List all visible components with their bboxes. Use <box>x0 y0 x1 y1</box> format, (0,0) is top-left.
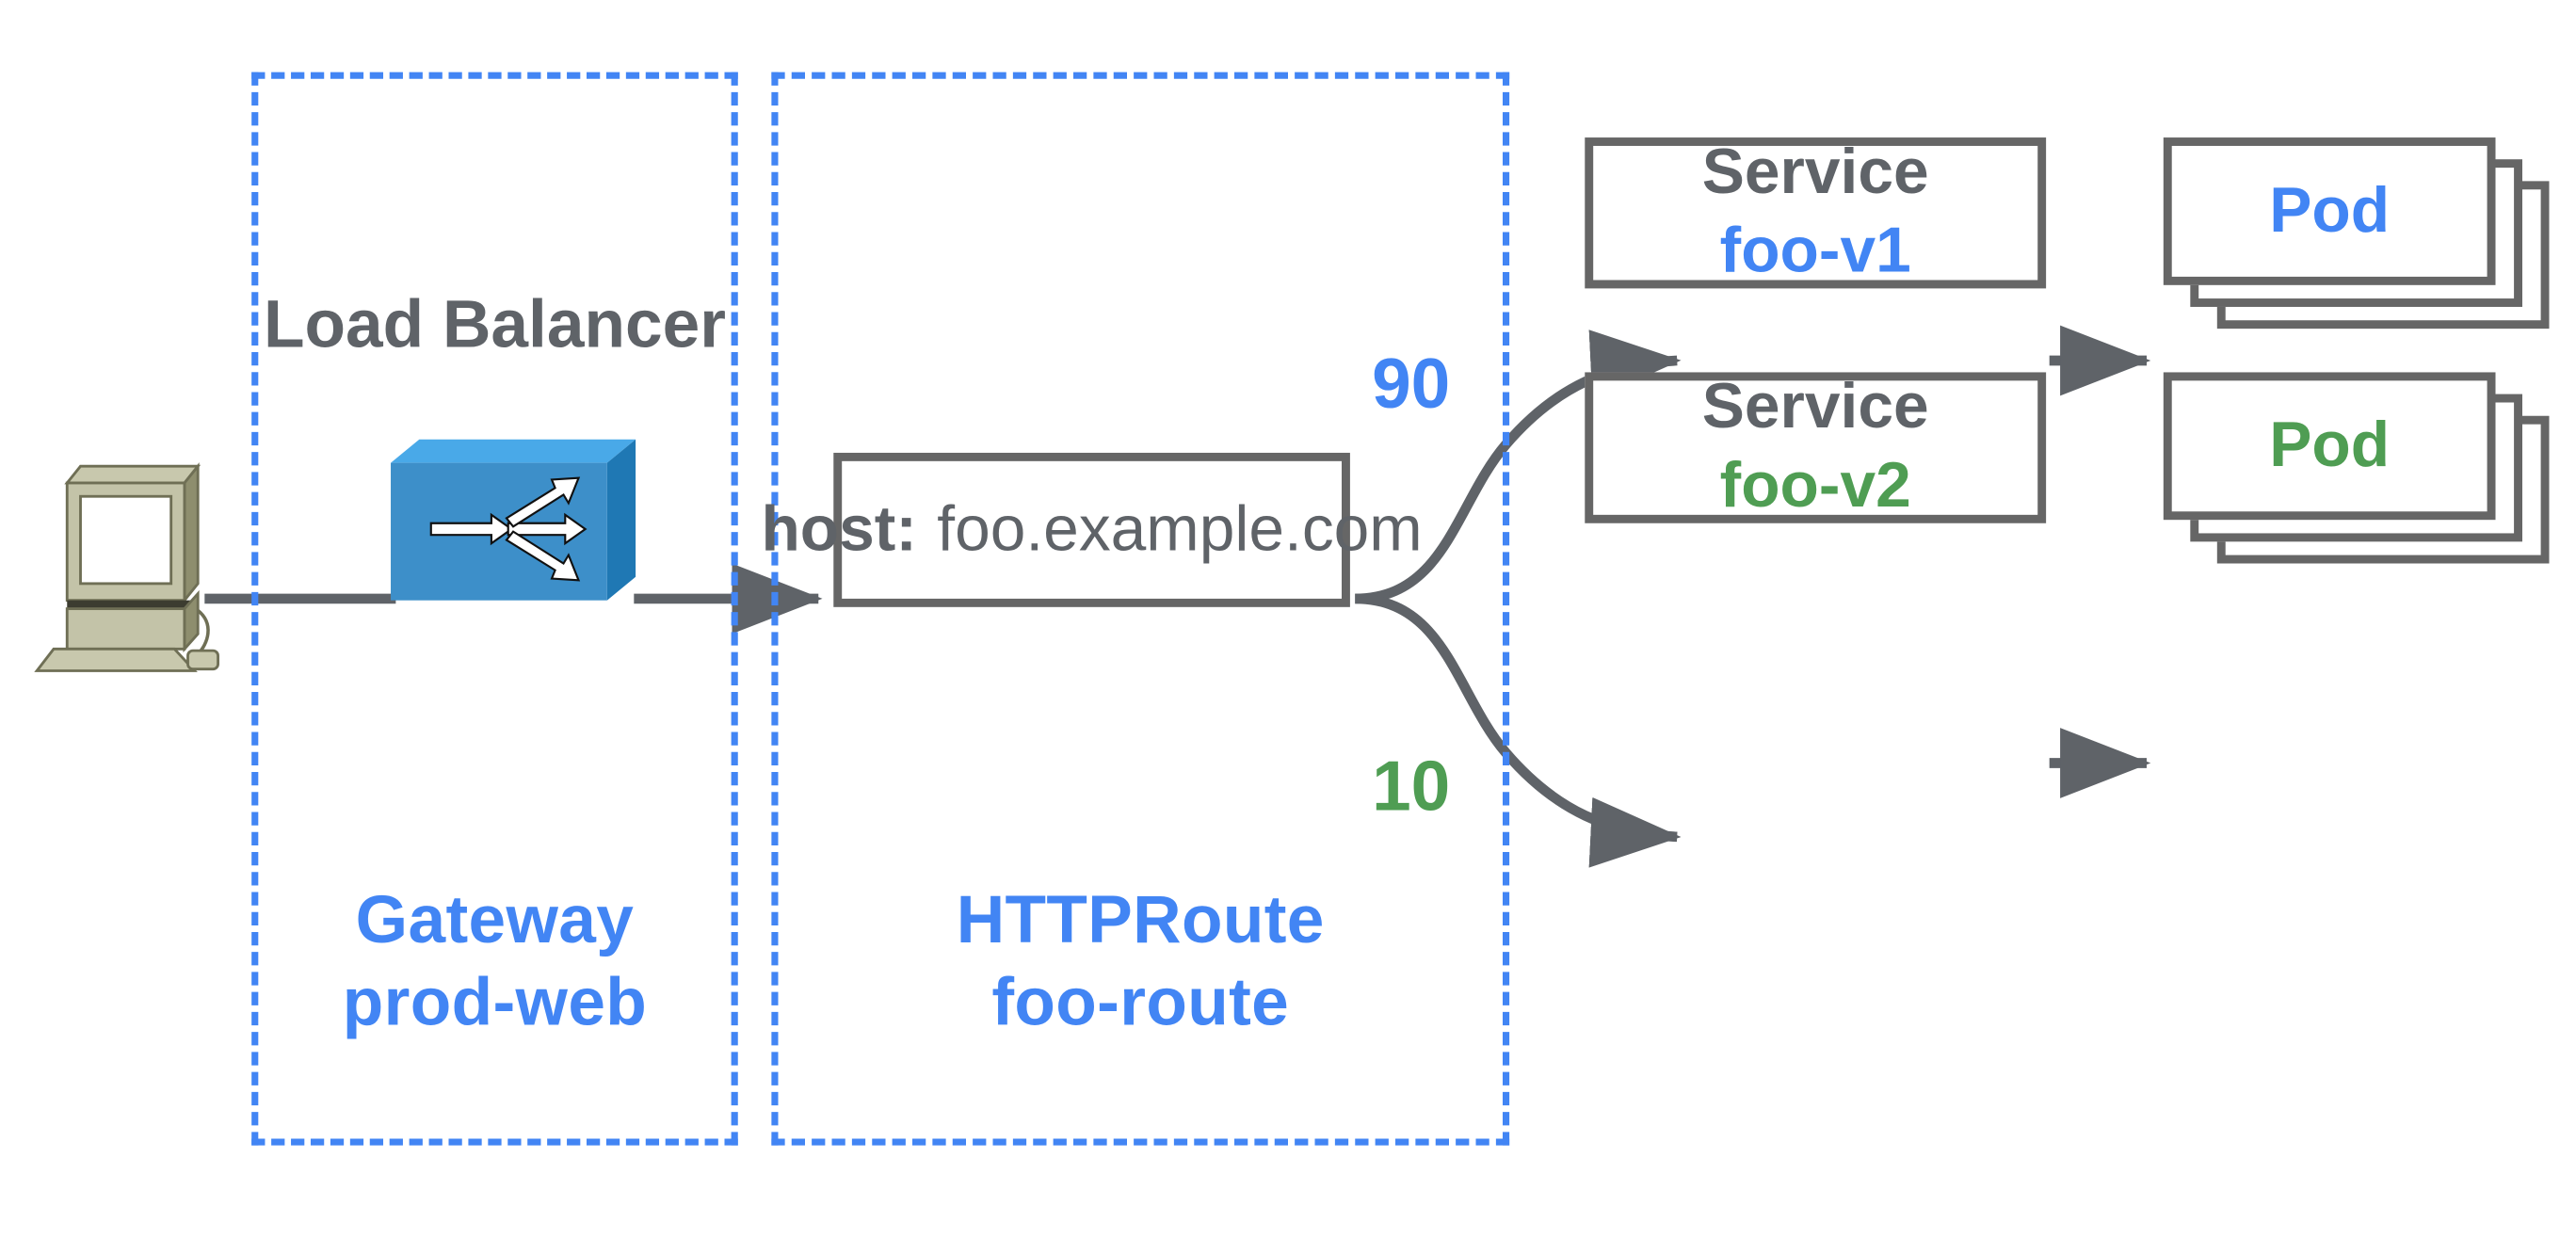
host-rule-key: host: <box>761 493 917 565</box>
host-rule-value: foo.example.com <box>937 493 1423 565</box>
diagram-canvas: Load Balancer <box>34 72 2567 1146</box>
service-name: foo-v1 <box>1719 216 1911 287</box>
load-balancer-cube-icon <box>391 439 636 601</box>
pod-stack-foo-v2[interactable]: Pod <box>2163 372 2567 573</box>
pod-label: Pod <box>2269 175 2391 246</box>
pod-label: Pod <box>2269 410 2391 481</box>
load-balancer-icon <box>391 439 636 607</box>
service-title: Service <box>1701 137 1929 207</box>
weight-label-10: 10 <box>1372 746 1451 826</box>
httproute-scope-label: HTTPRoute foo-route <box>956 883 1325 1040</box>
pod-card-front[interactable]: Pod <box>2163 137 2496 285</box>
client-workstation <box>34 457 222 675</box>
service-name: foo-v2 <box>1719 451 1911 522</box>
weight-label-90: 90 <box>1372 344 1451 423</box>
load-balancer-heading: Load Balancer <box>263 288 726 362</box>
pod-stack-foo-v1[interactable]: Pod <box>2163 137 2567 339</box>
service-title: Service <box>1701 371 1929 442</box>
workstation-computer-icon <box>34 462 219 672</box>
gateway-scope-label: Gateway prod-web <box>342 883 648 1040</box>
host-rule-box[interactable]: host: foo.example.com <box>761 452 1423 607</box>
pod-card-front[interactable]: Pod <box>2163 372 2496 521</box>
service-box-foo-v1[interactable]: Service foo-v1 <box>1585 137 2047 289</box>
service-box-foo-v2[interactable]: Service foo-v2 <box>1585 372 2047 523</box>
